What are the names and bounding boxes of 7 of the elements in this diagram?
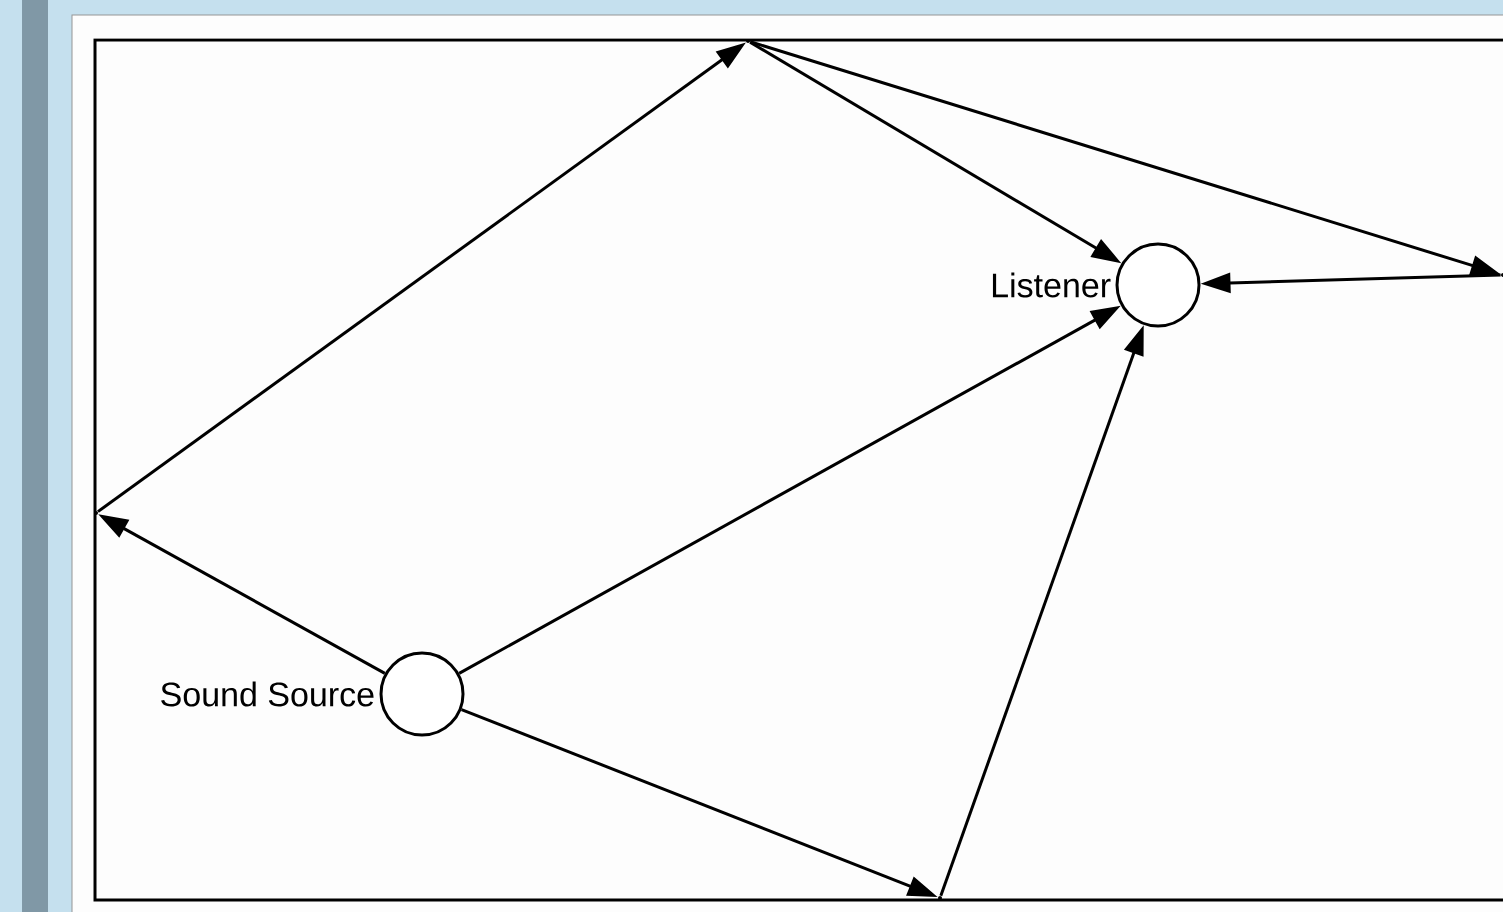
- reflection-point: [94, 511, 98, 515]
- circle-node: Listener: [992, 242, 1201, 328]
- node-label: Listener: [992, 272, 1111, 298]
- reflection-point: [746, 39, 750, 43]
- circle-node: Sound Source: [161, 651, 465, 737]
- node-label: Sound Source: [161, 681, 374, 707]
- reflection-point: [938, 896, 942, 900]
